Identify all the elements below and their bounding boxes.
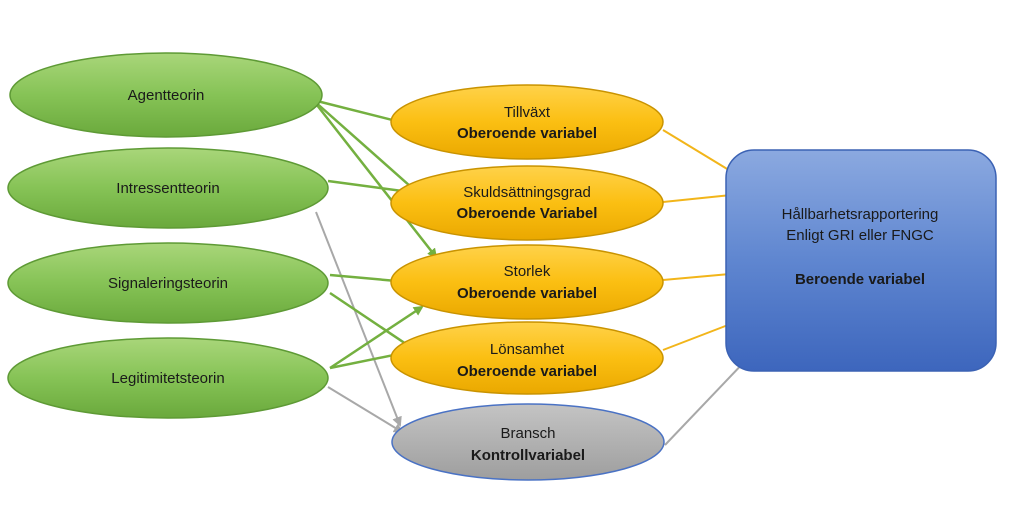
theory-label: Signaleringsteorin [108, 275, 228, 292]
theory-node-signal: Signaleringsteorin [7, 242, 329, 324]
variable-type: Oberoende variabel [457, 285, 597, 302]
variable-name: Skuldsättningsgrad [463, 184, 591, 201]
variable-type: Kontrollvariabel [471, 447, 585, 464]
outcome-subtitle: Enligt GRI eller FNGC [786, 227, 934, 244]
arrow-intressent-to-bransch [315, 211, 402, 427]
variable-node-skuld: Skuldsättningsgrad Oberoende Variabel [390, 165, 664, 241]
variable-type: Oberoende Variabel [457, 205, 598, 222]
theory-node-agent: Agentteorin [9, 52, 323, 138]
variable-node-tillvaxt: Tillväxt Oberoende variabel [390, 84, 664, 160]
outcome-node: Hållbarhetsrapportering Enligt GRI eller… [725, 149, 997, 372]
variable-type: Oberoende variabel [457, 125, 597, 142]
variable-name: Storlek [504, 263, 551, 280]
theory-label: Agentteorin [128, 87, 205, 104]
outcome-type: Beroende variabel [795, 271, 925, 288]
theory-label: Intressentteorin [116, 180, 219, 197]
arrow-legitimitet-to-bransch [327, 386, 404, 434]
variable-name: Bransch [500, 425, 555, 442]
arrow-legitimitet-to-storlek [329, 305, 424, 370]
green-arrows [312, 98, 439, 370]
variable-name: Tillväxt [504, 104, 551, 121]
variable-type: Oberoende variabel [457, 363, 597, 380]
arrow-agent-to-storlek [312, 99, 438, 259]
variable-name: Lönsamhet [490, 341, 565, 358]
outcome-title: Hållbarhetsrapportering [782, 206, 939, 223]
variable-node-storlek: Storlek Oberoende variabel [390, 244, 664, 320]
theory-node-legitimitet: Legitimitetsteorin [7, 337, 329, 419]
theory-node-intressent: Intressentteorin [7, 147, 329, 229]
arrow-bransch-to-outcome [664, 356, 750, 446]
theory-label: Legitimitetsteorin [111, 370, 224, 387]
gray-arrows [315, 211, 750, 446]
variable-node-bransch: Bransch Kontrollvariabel [391, 403, 665, 481]
variable-node-lonsamhet: Lönsamhet Oberoende variabel [390, 321, 664, 395]
